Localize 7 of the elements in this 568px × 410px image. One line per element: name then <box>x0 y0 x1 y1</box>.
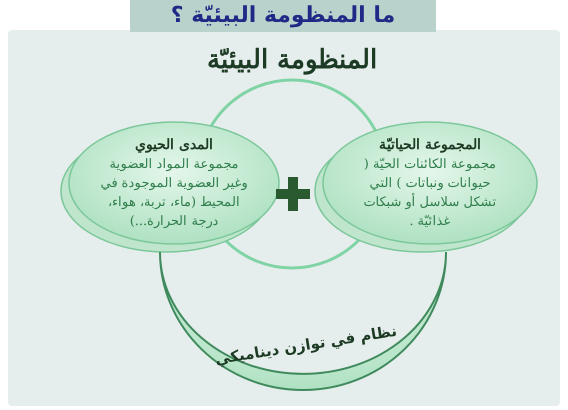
ellipse-description: مجموعة الكائنات الحيّة ( حيوانات ونباتات ) التي تشكل سلاسل أو شبكات غذائيّة . <box>362 156 498 231</box>
title-banner: ما المنظومة البيئيّة ؟ <box>130 0 436 32</box>
ellipse-description: مجموعة المواد العضوية وغير العضوية الموجودة في المحيط (ماء، تربة، هواء، درجة الحرارة...) <box>100 156 248 231</box>
crescent-label: نظام في توازن ديناميكي <box>212 320 400 370</box>
ellipse-heading: المجموعة الحياتيّة <box>378 136 482 155</box>
ring-heading: المنظومة البيئيّة <box>206 44 378 75</box>
ellipse-heading: المدى الحيوي <box>134 136 214 155</box>
